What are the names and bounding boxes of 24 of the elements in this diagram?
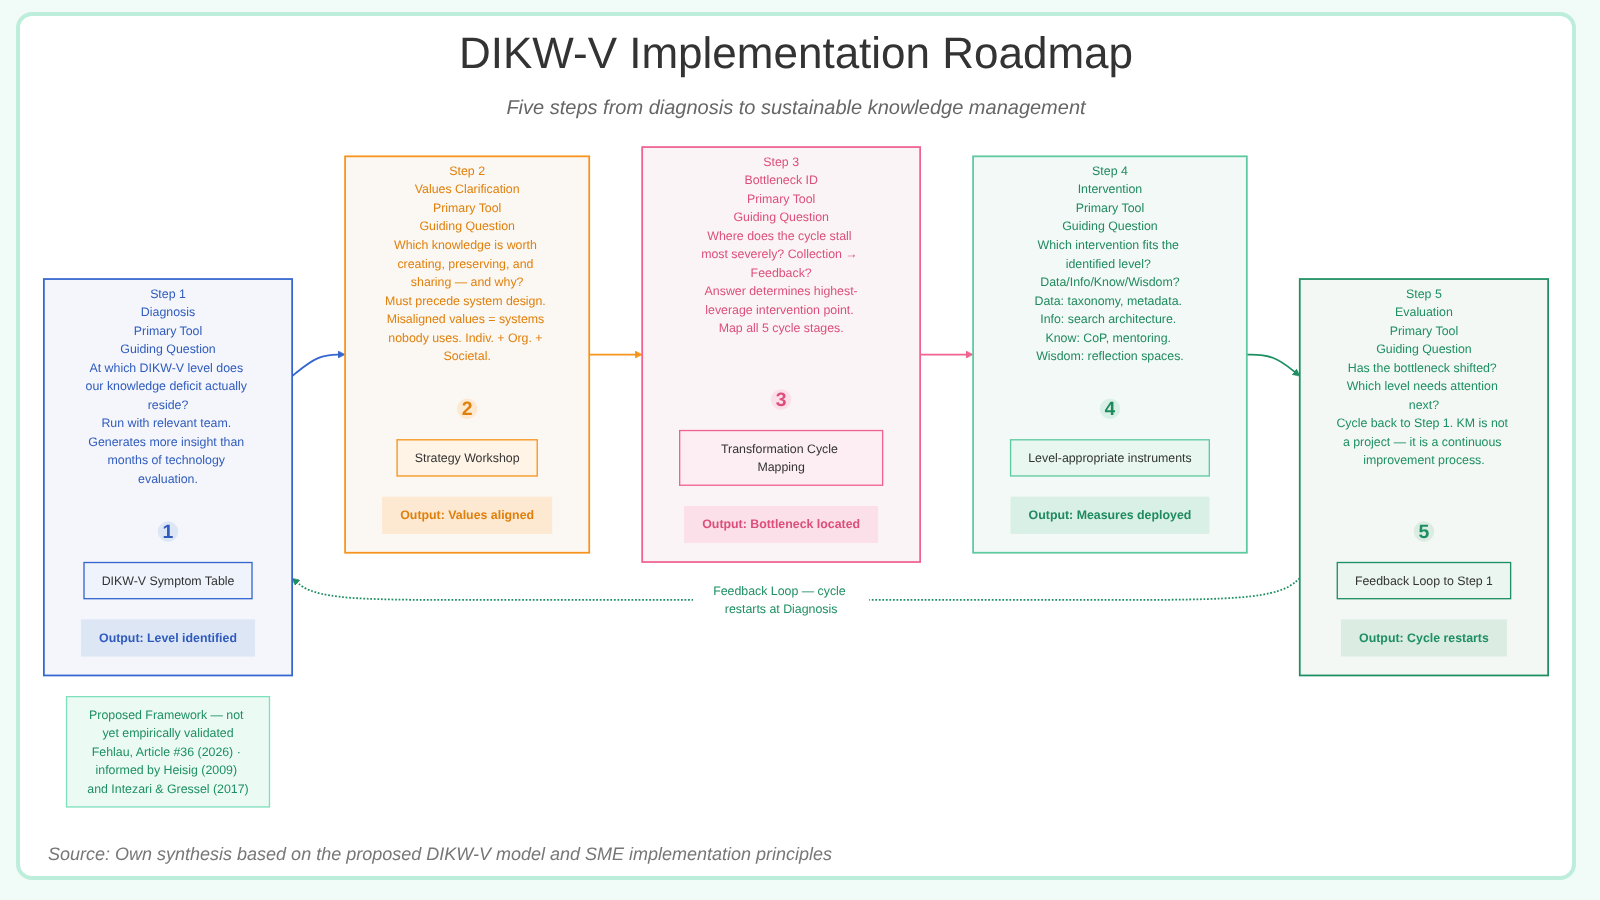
subtitle: Five steps from diagnosis to sustainable knowledge management	[506, 98, 1086, 120]
arrow	[1245, 352, 1301, 376]
diagram-title: DIKW-V Implementation Roadmap	[456, 28, 1136, 80]
node-box	[83, 560, 253, 599]
arrow	[291, 349, 346, 376]
cluster	[641, 145, 921, 562]
cluster	[972, 154, 1248, 553]
node-circle	[1099, 397, 1121, 419]
node-box	[382, 495, 553, 533]
arrow	[919, 349, 974, 358]
arrow	[588, 349, 643, 358]
node-box	[1336, 560, 1512, 599]
node-box	[1341, 618, 1507, 656]
node-box	[65, 695, 271, 807]
cluster	[43, 277, 293, 676]
cluster	[1298, 277, 1549, 676]
cluster	[344, 154, 591, 553]
node-box	[1009, 438, 1210, 476]
node-box	[1010, 495, 1210, 533]
source-caption: Source: Own synthesis based on the proposed DIKW-V model and SME implementation principles	[48, 844, 833, 864]
node-circle	[1413, 520, 1435, 541]
node-box	[679, 428, 884, 485]
node-box	[396, 438, 538, 476]
node-circle	[456, 397, 478, 419]
